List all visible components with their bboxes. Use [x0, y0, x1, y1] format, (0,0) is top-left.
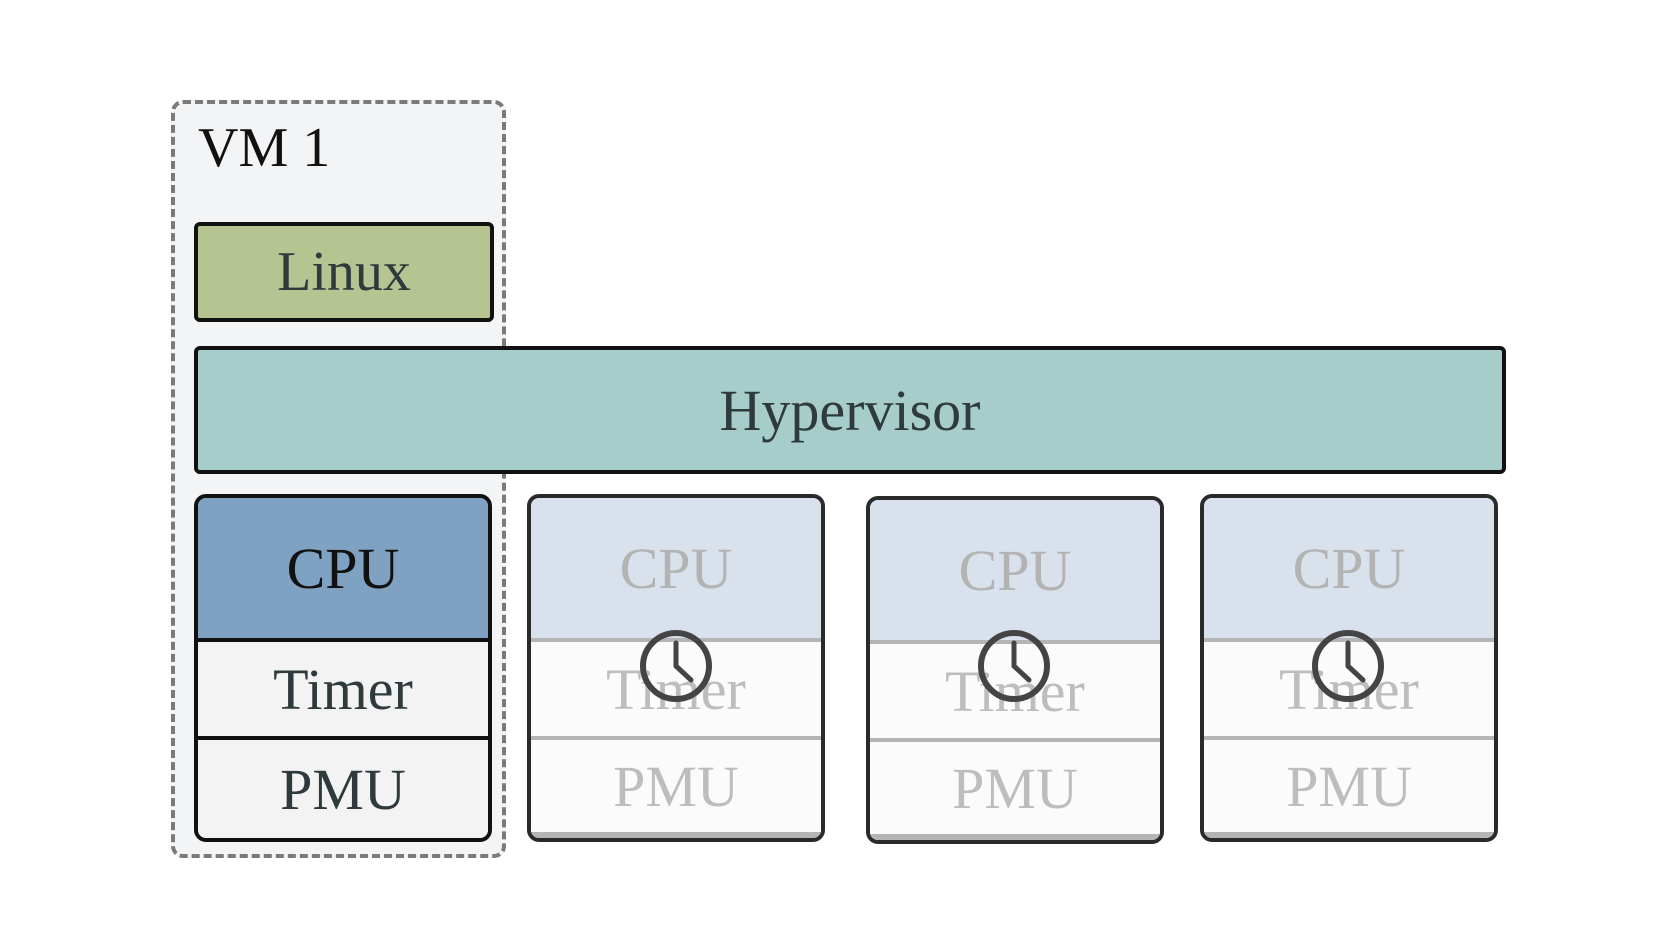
core-stack-active: CPU Timer PMU	[194, 494, 492, 842]
hypervisor-label: Hypervisor	[719, 377, 981, 443]
cpu-cell: CPU	[531, 498, 821, 642]
cpu-cell: CPU	[198, 498, 488, 642]
clock-icon	[978, 630, 1050, 702]
linux-label: Linux	[277, 241, 411, 303]
pmu-cell: PMU	[531, 740, 821, 838]
hypervisor-bar: Hypervisor	[194, 346, 1506, 474]
linux-box: Linux	[194, 222, 494, 322]
pmu-cell: PMU	[198, 740, 488, 838]
core-stack-idle: CPU Timer PMU	[1200, 494, 1498, 842]
cpu-cell: CPU	[1204, 498, 1494, 642]
clock-icon	[1312, 630, 1384, 702]
core-stack-idle: CPU Timer PMU	[527, 494, 825, 842]
clock-icon	[640, 630, 712, 702]
vm-label: VM 1	[198, 117, 331, 179]
cpu-cell: CPU	[870, 500, 1160, 644]
pmu-cell: PMU	[870, 742, 1160, 840]
timer-cell: Timer	[198, 642, 488, 740]
pmu-cell: PMU	[1204, 740, 1494, 838]
